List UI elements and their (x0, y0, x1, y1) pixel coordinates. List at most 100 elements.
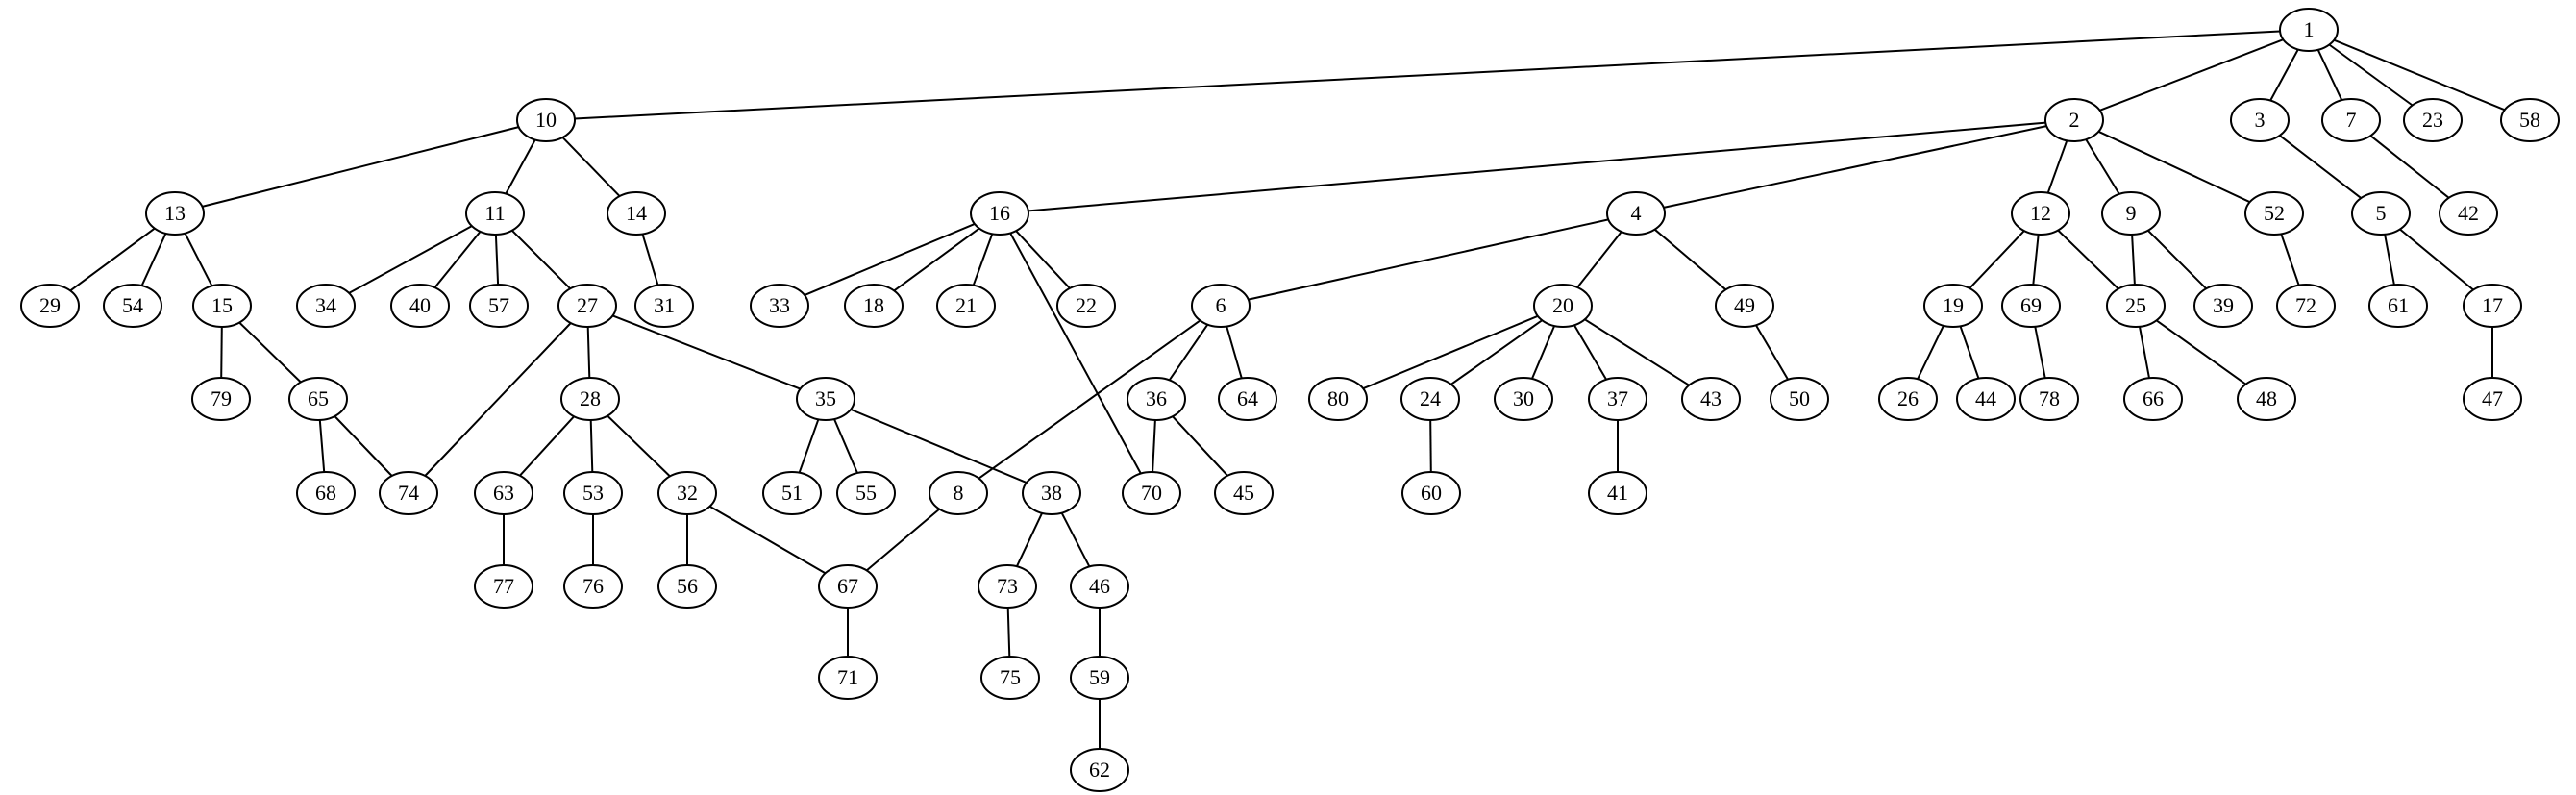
node-label: 17 (2482, 293, 2503, 317)
edge-1-2 (2099, 38, 2284, 112)
node-label: 47 (2482, 386, 2503, 410)
node-65: 65 (288, 377, 348, 421)
node-label: 3 (2255, 108, 2266, 132)
node-label: 55 (855, 481, 877, 505)
node-ellipse (1056, 284, 1116, 328)
edge-1-23 (2328, 43, 2414, 107)
node-ellipse (844, 284, 904, 328)
node-ellipse (563, 471, 623, 515)
node-28: 28 (560, 377, 620, 421)
node-label: 35 (815, 386, 836, 410)
node-label: 51 (781, 481, 803, 505)
edge-16-18 (893, 227, 980, 292)
node-20: 20 (1533, 284, 1593, 328)
node-label: 20 (1552, 293, 1573, 317)
node-31: 31 (634, 284, 694, 328)
node-label: 61 (2388, 293, 2409, 317)
node-label: 71 (837, 665, 858, 689)
node-ellipse (750, 284, 809, 328)
node-label: 54 (122, 293, 143, 317)
edge-28-32 (607, 414, 671, 478)
node-ellipse (288, 377, 348, 421)
node-32: 32 (657, 471, 717, 515)
node-ellipse (2244, 191, 2304, 236)
node-label: 68 (315, 481, 336, 505)
edge-13-29 (69, 227, 156, 292)
node-ellipse (2101, 191, 2161, 236)
node-label: 77 (493, 574, 514, 598)
node-ellipse (1070, 656, 1129, 700)
edge-36-70 (1152, 419, 1156, 473)
node-ellipse (192, 284, 252, 328)
node-ellipse (657, 564, 717, 609)
edge-13-15 (184, 233, 213, 286)
edge-16-22 (1015, 230, 1071, 289)
node-ellipse (1715, 284, 1774, 328)
node-ellipse (2019, 377, 2079, 421)
edge-layer (69, 30, 2506, 749)
node-49: 49 (1715, 284, 1774, 328)
node-label: 46 (1089, 574, 1110, 598)
edge-32-67 (708, 505, 827, 575)
node-label: 69 (2020, 293, 2042, 317)
edge-27-35 (612, 314, 801, 390)
node-label: 48 (2256, 386, 2277, 410)
node-29: 29 (20, 284, 80, 328)
node-ellipse (469, 284, 529, 328)
node-label: 36 (1146, 386, 1167, 410)
node-label: 40 (409, 293, 431, 317)
node-ellipse (2279, 8, 2339, 52)
node-label: 52 (2264, 201, 2285, 225)
node-50: 50 (1770, 377, 1829, 421)
node-ellipse (818, 564, 878, 609)
edge-27-74 (424, 322, 572, 477)
node-label: 11 (484, 201, 505, 225)
node-72: 72 (2276, 284, 2336, 328)
node-ellipse (970, 191, 1029, 236)
node-label: 59 (1089, 665, 1110, 689)
edge-12-25 (2057, 229, 2119, 290)
node-47: 47 (2463, 377, 2522, 421)
node-ellipse (929, 471, 988, 515)
edge-1-7 (2316, 49, 2343, 101)
node-5: 5 (2351, 191, 2411, 236)
node-label: 63 (493, 481, 514, 505)
edge-35-55 (833, 418, 858, 474)
node-label: 6 (1216, 293, 1226, 317)
node-60: 60 (1401, 471, 1461, 515)
node-67: 67 (818, 564, 878, 609)
node-ellipse (1956, 377, 2016, 421)
node-42: 42 (2439, 191, 2498, 236)
edge-9-39 (2146, 229, 2208, 290)
node-label: 18 (863, 293, 884, 317)
node-13: 13 (145, 191, 205, 236)
node-label: 64 (1237, 386, 1258, 410)
node-ellipse (1400, 377, 1460, 421)
node-71: 71 (818, 656, 878, 700)
node-77: 77 (474, 564, 533, 609)
edge-5-17 (2399, 228, 2474, 291)
node-ellipse (2403, 98, 2463, 142)
node-69: 69 (2001, 284, 2061, 328)
node-ellipse (296, 471, 356, 515)
edge-20-43 (1584, 318, 1690, 386)
node-label: 23 (2422, 108, 2443, 132)
edge-10-11 (505, 138, 536, 195)
node-label: 76 (582, 574, 604, 598)
node-ellipse (2500, 98, 2560, 142)
node-ellipse (607, 191, 666, 236)
node-ellipse (818, 656, 878, 700)
node-ellipse (2439, 191, 2498, 236)
node-ellipse (379, 471, 438, 515)
node-38: 38 (1022, 471, 1081, 515)
node-58: 58 (2500, 98, 2560, 142)
edge-6-36 (1168, 324, 1209, 381)
node-label: 38 (1041, 481, 1062, 505)
node-ellipse (1191, 284, 1251, 328)
edge-35-38 (850, 408, 1028, 484)
edge-11-40 (433, 231, 482, 288)
node-74: 74 (379, 471, 438, 515)
node-label: 58 (2519, 108, 2540, 132)
node-label: 34 (315, 293, 336, 317)
